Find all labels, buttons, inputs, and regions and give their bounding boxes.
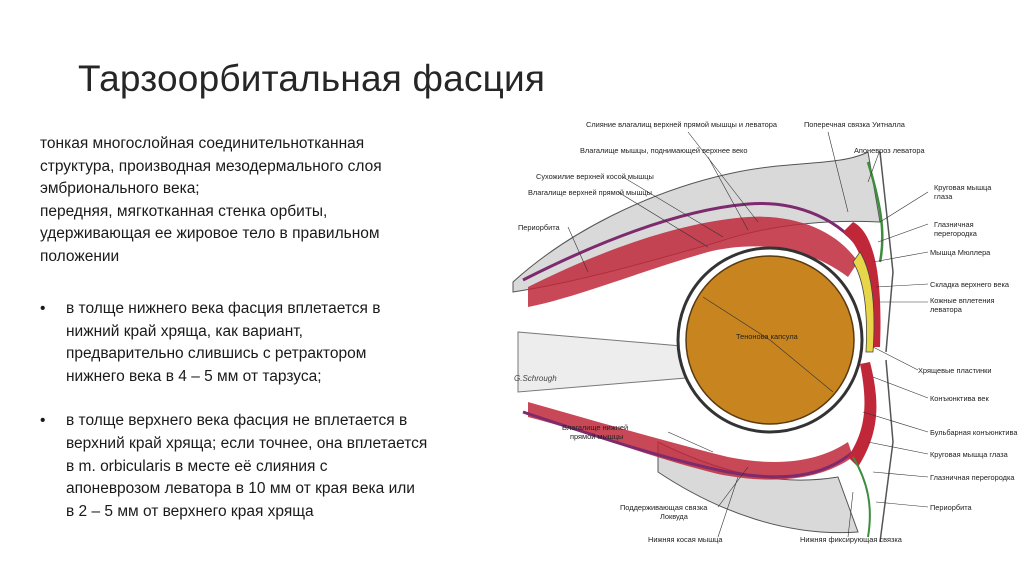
bullet-line: верхний край хряща; если точнее, она впл… — [66, 433, 510, 456]
bullet-line: нижний край хряща, как вариант, — [66, 321, 510, 344]
label-orbital-septum-upper: Глазничная — [934, 220, 974, 229]
intro-line: эмбрионального века; — [40, 178, 500, 201]
label-whitnall-ligament: Поперечная связка Уитналла — [804, 120, 905, 129]
intro-line: передняя, мягкотканная стенка орбиты, — [40, 201, 500, 224]
bullet-marker: • — [40, 298, 66, 388]
label-levator-aponeurosis: Апоневроз леватора — [854, 146, 925, 155]
label-lockwood-ligament: Поддерживающая связка — [620, 503, 707, 512]
label-levator-sheath: Влагалище мышцы, поднимающей верхнее век… — [580, 146, 747, 155]
intro-line: структура, производная мезодермального с… — [40, 156, 500, 179]
bullet-list: • в толще нижнего века фасция вплетается… — [40, 298, 510, 545]
intro-line: удерживающая ее жировое тело в правильно… — [40, 223, 500, 246]
skin-lower — [880, 360, 893, 542]
label-levator-skin-insertions-2: леватора — [930, 305, 962, 314]
eye-anatomy-figure: Слияние влагалищ верхней прямой мышцы и … — [508, 112, 1008, 552]
label-fusion-sheaths: Слияние влагалищ верхней прямой мышцы и … — [586, 120, 777, 129]
bullet-line: предварительно слившись с ретрактором — [66, 343, 510, 366]
bullet-item: • в толще верхнего века фасция не вплета… — [40, 410, 510, 523]
label-bulbar-conjunctiva: Бульбарная конъюнктива — [930, 428, 1017, 437]
label-palpebral-conjunctiva: Конъюнктива век — [930, 394, 989, 403]
bullet-line: нижнего века в 4 – 5 мм от тарзуса; — [66, 366, 510, 389]
label-inferior-rectus-sheath-2: прямой мышцы — [570, 432, 623, 441]
bullet-marker: • — [40, 410, 66, 523]
label-orbicularis-upper-2: глаза — [934, 192, 952, 201]
label-lockwood-ligament-2: Локвуда — [660, 512, 688, 521]
label-periorbita-upper: Периорбита — [518, 223, 560, 232]
label-inferior-rectus-sheath: Влагалище нижней — [562, 423, 628, 432]
label-inferior-suspensory-ligament: Нижняя фиксирующая связка — [800, 535, 902, 544]
label-tarsal-plates: Хрящевые пластинки — [918, 366, 992, 375]
bullet-line: в толще верхнего века фасция не вплетает… — [66, 410, 510, 433]
label-orbicularis-lower: Круговая мышца глаза — [930, 450, 1008, 459]
bullet-item: • в толще нижнего века фасция вплетается… — [40, 298, 510, 388]
label-orbicularis-upper: Круговая мышца — [934, 183, 991, 192]
label-periorbita-lower: Периорбита — [930, 503, 972, 512]
label-muller-muscle: Мышца Мюллера — [930, 248, 990, 257]
label-tenon-capsule: Тенонова капсула — [736, 332, 798, 341]
optic-nerve — [518, 332, 698, 392]
label-upper-lid-crease: Складка верхнего века — [930, 280, 1009, 289]
bullet-line: в 2 – 5 мм от верхнего края хряща — [66, 501, 510, 524]
label-inferior-oblique: Нижняя косая мышца — [648, 535, 723, 544]
label-levator-skin-insertions: Кожные вплетения — [930, 296, 995, 305]
intro-text: тонкая многослойная соединительнотканная… — [40, 133, 500, 269]
bullet-line: в толще нижнего века фасция вплетается в — [66, 298, 510, 321]
label-orbital-septum-lower: Глазничная перегородка — [930, 473, 1014, 482]
label-superior-rectus-sheath: Влагалище верхней прямой мышцы — [528, 188, 652, 197]
label-superior-oblique-tendon: Сухожилие верхней косой мышцы — [536, 172, 654, 181]
bullet-line: апоневрозом леватора в 10 мм от края век… — [66, 478, 510, 501]
label-orbital-septum-upper-2: перегородка — [934, 229, 977, 238]
intro-line: положении — [40, 246, 500, 269]
intro-line: тонкая многослойная соединительнотканная — [40, 133, 500, 156]
artist-signature: G.Schrough — [514, 374, 557, 383]
bullet-line: в m. orbicularis в месте её слияния с — [66, 456, 510, 479]
slide-title: Тарзоорбитальная фасция — [78, 58, 545, 100]
